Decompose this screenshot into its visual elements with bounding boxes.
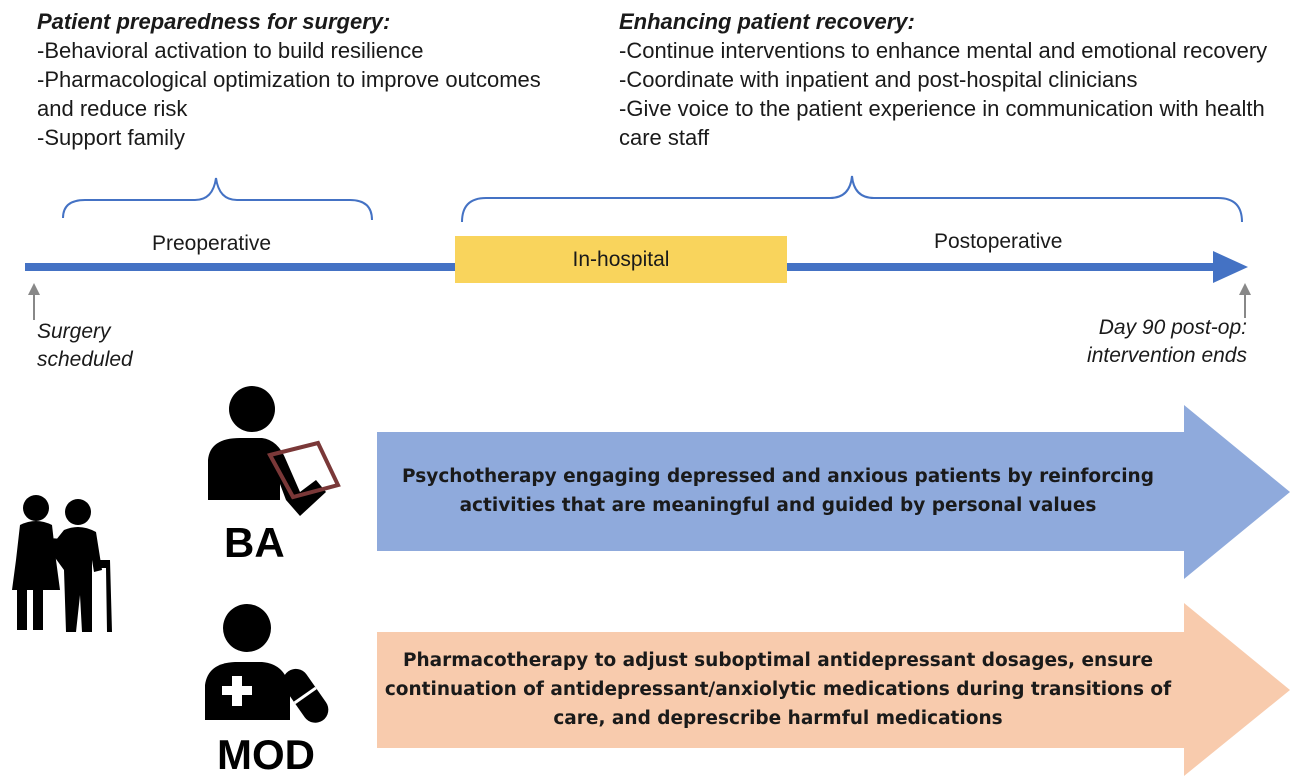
ba-label: BA — [224, 519, 285, 566]
preop-brace — [62, 177, 373, 221]
recovery-goal-item: -Give voice to the patient experience in… — [619, 96, 1265, 150]
preop-goal-item: -Support family — [37, 125, 185, 150]
mod-description: Pharmacotherapy to adjust suboptimal ant… — [384, 650, 1172, 729]
recovery-goal-item: -Continue interventions to enhance menta… — [619, 38, 1268, 63]
start-marker-arrowhead — [28, 283, 40, 295]
preop-goals-heading: Patient preparedness for surgery: — [37, 9, 391, 34]
in-hospital-label: In-hospital — [572, 247, 670, 271]
start-milestone: Surgery scheduled — [37, 318, 133, 374]
end-milestone-line: intervention ends — [1087, 344, 1247, 367]
doctor-medication-icon — [205, 604, 329, 723]
end-milestone: Day 90 post-op: intervention ends — [1035, 314, 1247, 370]
caregiver-elderly-icon — [12, 495, 112, 632]
recovery-brace — [461, 175, 1243, 223]
preop-goal-item: -Pharmacological optimization to improve… — [37, 67, 541, 121]
ba-description: Psychotherapy engaging depressed and anx… — [402, 466, 1154, 516]
postoperative-label: Postoperative — [934, 230, 1063, 253]
end-marker-arrowhead — [1239, 283, 1251, 295]
end-milestone-line: Day 90 post-op: — [1098, 316, 1247, 339]
in-hospital-box: In-hospital — [455, 236, 787, 283]
recovery-goals-heading: Enhancing patient recovery: — [619, 9, 915, 34]
therapist-clipboard-icon — [208, 386, 341, 516]
preoperative-label: Preoperative — [152, 232, 272, 255]
timeline-arrowhead — [1213, 251, 1248, 283]
recovery-goal-item: -Coordinate with inpatient and post-hosp… — [619, 67, 1138, 92]
start-milestone-line: scheduled — [37, 348, 133, 371]
mod-arrow — [377, 603, 1290, 776]
mod-label: MOD — [217, 731, 315, 778]
ba-arrow — [377, 405, 1290, 579]
start-milestone-line: Surgery — [37, 320, 111, 343]
preop-goals-block: Patient preparedness for surgery: -Behav… — [37, 7, 557, 152]
recovery-goals-block: Enhancing patient recovery: -Continue in… — [619, 7, 1289, 152]
preop-goal-item: -Behavioral activation to build resilien… — [37, 38, 424, 63]
